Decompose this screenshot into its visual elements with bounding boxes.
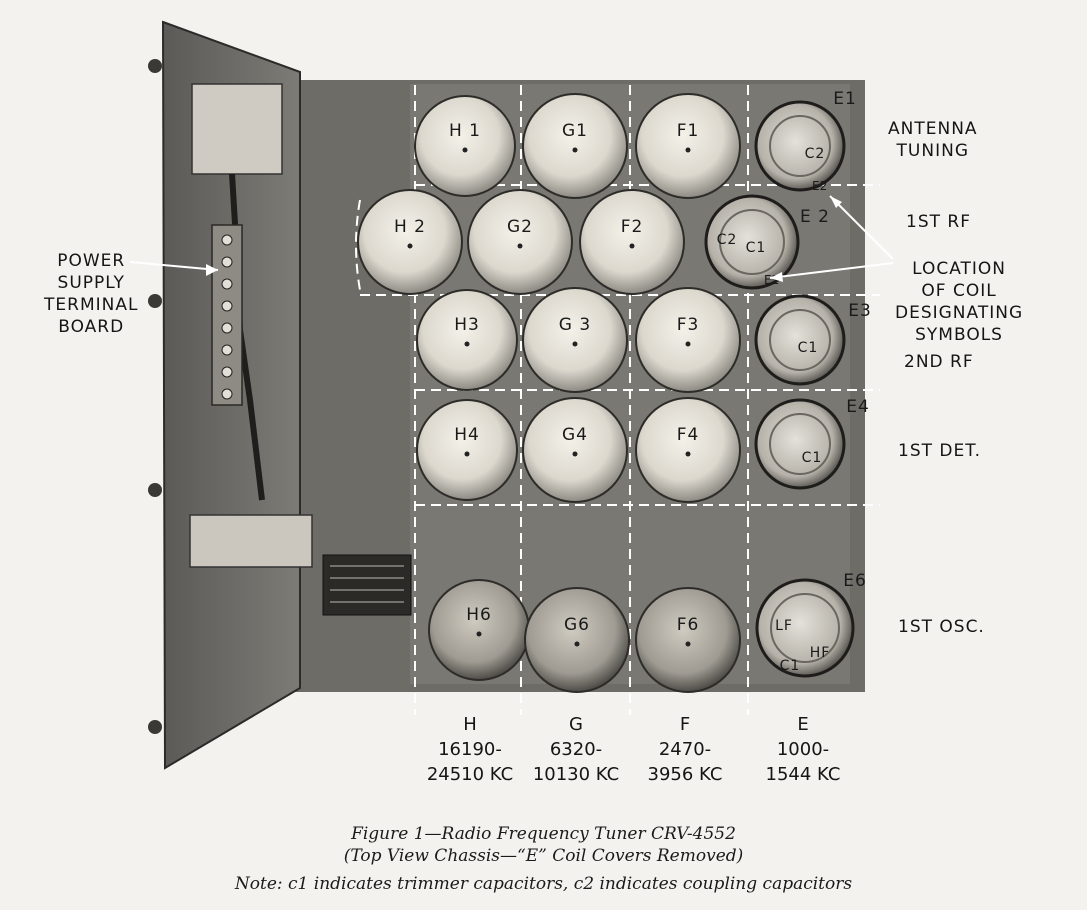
coil-can-g3: G 3 [522,287,628,393]
panel-screw [148,720,162,734]
coil-can-f4: F4 [635,397,741,503]
column-label-g: G 6320- 10130 KC [521,712,631,787]
terminal-board [211,224,243,406]
location-line-3: DESIGNATING [895,303,1024,323]
column-range-end: 1544 KC [765,764,841,785]
coil-can-g6: G6 [524,587,630,693]
coil-label: F2 [621,217,644,237]
column-range-end: 24510 KC [426,764,514,785]
capacitor-label: HF [810,645,831,661]
label-antenna-tuning: ANTENNA TUNING [888,118,978,162]
figure-caption-note: Note: c1 indicates trimmer capacitors, c… [234,874,853,894]
coil-can-h2: H 2 [357,189,463,295]
coil-can-f6: F6 [635,587,741,693]
coil-label: F1 [677,121,700,141]
location-line-1: LOCATION [912,259,1007,279]
row-label-2nd-rf: 2ND RF [904,352,974,372]
annotation-arrows [129,195,894,279]
column-letter: G [569,714,583,735]
column-letter: E [797,714,809,735]
column-letter: F [679,714,691,735]
label-power-supply-terminal-board: POWER SUPPLY TERMINAL BOARD [44,250,138,338]
e-coil-label: E3 [848,301,872,321]
coil-label: G6 [564,615,590,635]
arrow-heads [206,196,842,282]
coil-e1-exposed: C2 E1 [754,89,857,192]
panel-screw [148,294,162,308]
coil-label: H4 [454,425,480,445]
coil-can-h1: H 1 [414,95,516,197]
coil-label: G4 [562,425,588,445]
coil-label: H3 [454,315,480,335]
coil-can-h4: H4 [416,399,518,501]
capacitor-label: C2 [717,232,738,248]
coil-label: F4 [677,425,700,445]
capacitor-label: C1 [746,240,767,256]
coil-label: G2 [507,217,533,237]
capacitor-label: C1 [802,450,823,466]
panel-screw [148,483,162,497]
column-range-end: 10130 KC [532,764,620,785]
column-range-start: 2470- [658,739,712,760]
coil-e3-exposed: C1 E3 [754,294,872,386]
power-line-2: SUPPLY [57,273,125,293]
figure-caption-title: Figure 1—Radio Frequency Tuner CRV-4552 [351,824,736,844]
coil-label: G1 [562,121,588,141]
power-line-3: TERMINAL [44,295,139,315]
location-line-2: OF COIL [921,281,997,301]
row-label-tuning: TUNING [896,141,969,161]
coil-e6-exposed: LF HF C1 E6 [755,571,867,678]
mounting-bracket [189,514,313,568]
e-coil-label: E1 [833,89,857,109]
capacitor-label: LF [775,618,793,634]
coil-can-g1: G1 [522,93,628,199]
coil-can-g4: G4 [522,397,628,503]
column-label-f: F 2470- 3956 KC [630,712,740,787]
power-line-4: BOARD [58,317,125,337]
coil-can-g2: G2 [467,189,573,295]
row-label-1st-rf: 1ST RF [906,212,971,232]
coil-can-f2: F2 [579,189,685,295]
coil-label: G 3 [559,315,591,335]
column-letter: H [463,714,477,735]
row-label-1st-osc: 1ST OSC. [898,617,985,637]
coil-label: H 1 [449,121,481,141]
e-coil-label: E6 [843,571,867,591]
nameplate [322,554,412,616]
coil-designation-mark: E2 [812,179,827,193]
coil-can-h3: H3 [416,289,518,391]
panel-screw [148,59,162,73]
column-range-start: 16190- [438,739,502,760]
location-line-4: SYMBOLS [915,325,1003,345]
coil-can-f1: F1 [635,93,741,199]
e-coil-label: E4 [846,397,870,417]
column-range-start: 1000- [776,739,830,760]
e-coil-label: E 2 [800,207,830,227]
coil-e4-exposed: C1 E4 [754,397,870,490]
coil-label: H 2 [394,217,426,237]
capacitor-label: C1 [780,658,801,674]
coil-label: H6 [466,605,492,625]
label-location-of-coil: LOCATION OF COIL DESIGNATING SYMBOLS [895,258,1023,346]
capacitor-label: C1 [798,340,819,356]
coil-can-h6: H6 [428,579,530,681]
power-line-1: POWER [57,251,126,271]
capacitor-label: C2 [805,146,826,162]
coil-can-f3: F3 [635,287,741,393]
figure-caption-subtitle: (Top View Chassis—“E” Coil Covers Remove… [343,846,744,866]
row-label-antenna: ANTENNA [888,119,978,139]
column-range-end: 3956 KC [647,764,723,785]
coil-label: F6 [677,615,700,635]
row-label-1st-det: 1ST DET. [898,441,981,461]
column-label-h: H 16190- 24510 KC [415,712,525,787]
column-label-e: E 1000- 1544 KC [748,712,858,787]
coil-label: F3 [677,315,700,335]
relay-box [191,83,283,175]
column-range-start: 6320- [549,739,603,760]
terminal-screws [221,234,233,400]
